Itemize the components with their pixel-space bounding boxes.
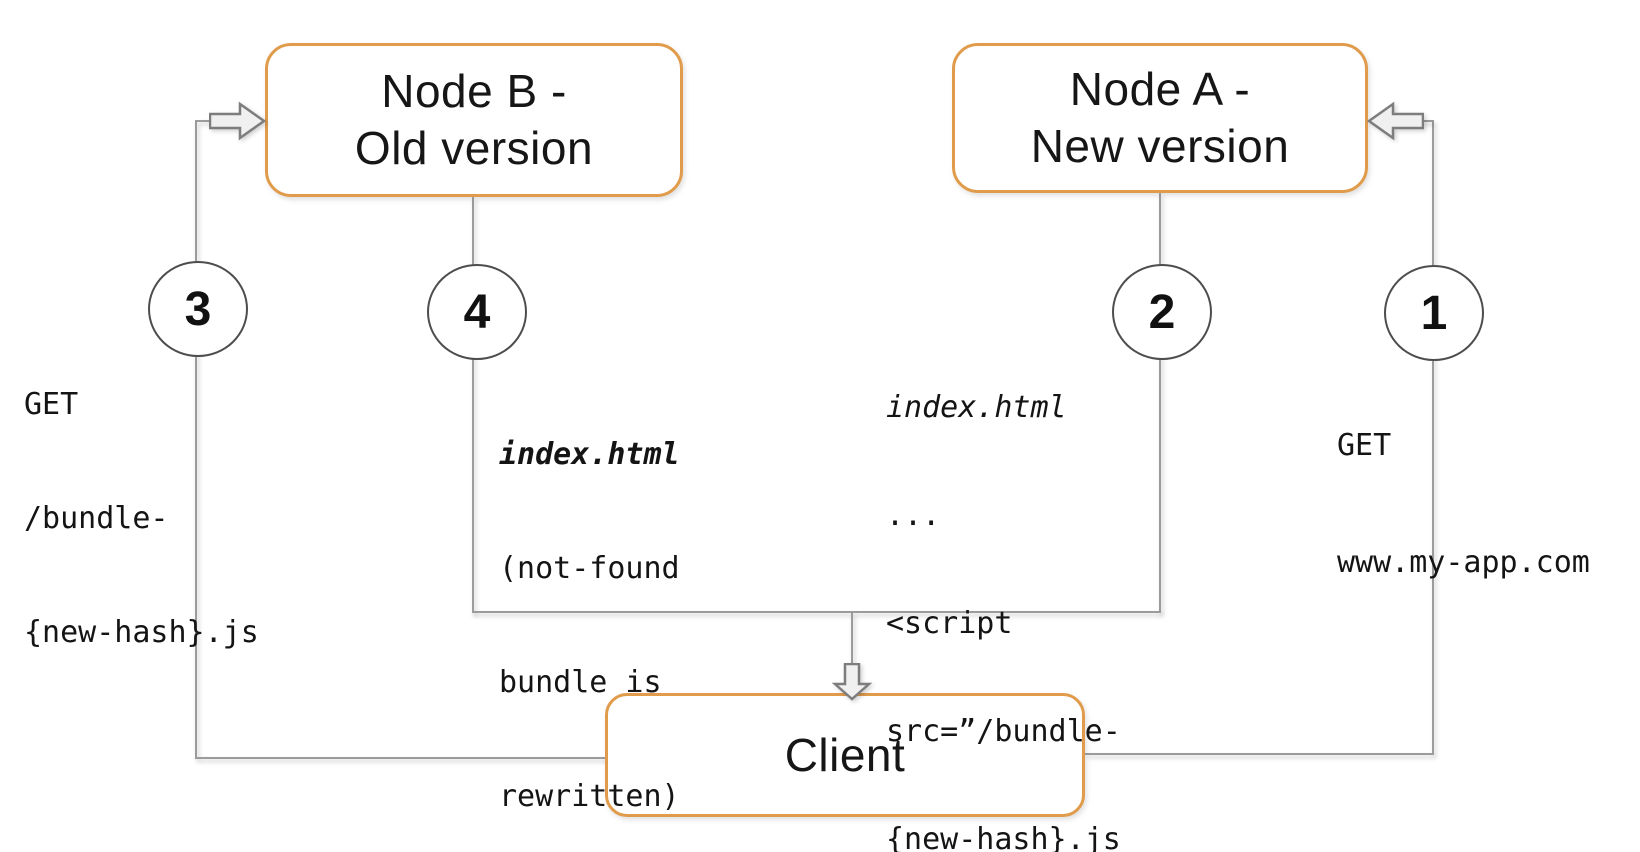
connector-node-b-down — [472, 197, 474, 613]
step-3-label-line3: {new-hash}.js — [24, 615, 259, 650]
node-a-label-line1: Node A - — [1069, 63, 1251, 115]
node-a-box: Node A - New version — [952, 43, 1368, 193]
step-2-code-line2: ... — [886, 498, 941, 533]
step-number-2: 2 — [1148, 285, 1176, 339]
connector-right-path — [1085, 120, 1434, 755]
connector-bus-horizontal — [472, 611, 1161, 613]
connector-left-path — [195, 120, 608, 759]
step-1-label-line1: GET — [1337, 428, 1392, 463]
step-3-label: GET /bundle- {new-hash}.js — [24, 310, 259, 728]
step-number-4: 4 — [463, 285, 491, 339]
step-number-3: 3 — [184, 282, 212, 336]
step-2-code-line4: src=”/bundle- — [886, 714, 1121, 749]
node-b-label-line1: Node B - — [381, 65, 567, 117]
connector-left-stub — [197, 120, 211, 122]
connector-client-drop — [851, 613, 853, 665]
step-circle-3: 3 — [148, 261, 248, 357]
step-2-code-line1: index.html — [886, 390, 1067, 425]
step-4-label-line2: (not-found — [499, 551, 680, 586]
step-1-label-line2: www.my-app.com — [1337, 545, 1590, 580]
node-b-label-line2: Old version — [354, 122, 594, 174]
step-4-label-line1: index.html — [499, 437, 680, 472]
step-circle-2: 2 — [1112, 264, 1212, 360]
client-label: Client — [784, 729, 906, 781]
step-circle-4: 4 — [427, 264, 527, 360]
connector-node-a-down — [1159, 193, 1161, 613]
node-a-label-line2: New version — [1030, 120, 1290, 172]
step-4-label-line4: rewritten) — [499, 779, 680, 814]
node-b-box: Node B - Old version — [265, 43, 683, 197]
step-circle-1: 1 — [1384, 265, 1484, 361]
block-arrow-right-icon — [209, 101, 266, 141]
step-number-1: 1 — [1420, 286, 1448, 340]
block-arrow-left-icon — [1367, 101, 1424, 141]
client-box: Client — [605, 693, 1085, 817]
step-3-label-line1: GET — [24, 387, 79, 422]
block-arrow-down-icon — [832, 663, 872, 701]
step-1-label: GET www.my-app.com — [1337, 348, 1590, 660]
connector-right-stub — [1420, 120, 1432, 122]
step-2-code-line5: {new-hash}.js — [886, 822, 1121, 852]
step-2-code: index.html ... <script src=”/bundle- {ne… — [886, 318, 1121, 852]
step-3-label-line2: /bundle- — [24, 501, 169, 536]
step-2-code-line3: <script — [886, 606, 1013, 641]
step-4-label-line3: bundle is — [499, 665, 662, 700]
step-4-label: index.html (not-found bundle is rewritte… — [499, 360, 680, 852]
